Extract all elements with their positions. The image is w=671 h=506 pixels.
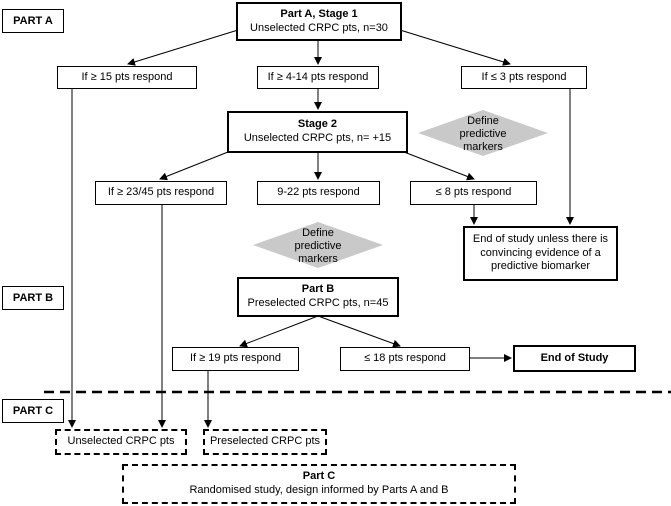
end-of-study-text: End of study unless there is convincing …: [472, 232, 609, 273]
arrow-stage2-to-low: [403, 151, 475, 181]
partb-high-label: If ≥ 19 pts respond: [189, 352, 282, 365]
partb-subtitle: Preselected CRPC pts, n=45: [247, 297, 389, 309]
arrow-stage1-to-low: [399, 29, 511, 66]
partc-subtitle: Randomised study, design informed by Par…: [189, 484, 449, 496]
stage2-mid-label: 9-22 pts respond: [277, 186, 360, 199]
stage2-low-box: ≤ 8 pts respond: [410, 181, 537, 205]
arrow-stage2-to-high: [159, 151, 229, 181]
markers-upper-line3: markers: [463, 141, 503, 154]
markers-lower-line1: Define: [302, 227, 334, 239]
markers-upper-line2: predictive: [459, 128, 507, 141]
preselected-label: Preselected CRPC pts: [209, 435, 321, 448]
stage2-subtitle: Unselected CRPC pts, n= +15: [243, 132, 392, 144]
part-a-label: PART A: [2, 9, 64, 33]
outcome-mid-box: If ≥ 4-14 pts respond: [257, 66, 379, 89]
outcome-mid-label: If ≥ 4-14 pts respond: [267, 70, 369, 83]
unselected-label: Unselected CRPC pts: [67, 435, 175, 448]
markers-lower-line2: predictive: [294, 240, 342, 253]
partb-high-box: If ≥ 19 pts respond: [172, 347, 299, 371]
part-c-label: PART C: [2, 399, 64, 423]
stage2-mid-box: 9-22 pts respond: [257, 181, 380, 205]
stage2-low-label: ≤ 8 pts respond: [435, 186, 512, 199]
arrow-partb-to-high: [239, 315, 319, 348]
markers-upper-text: Define predictive markers: [428, 115, 538, 155]
part-b-label: PART B: [2, 286, 64, 310]
end-study-label: End of Study: [540, 351, 609, 364]
stage1-subtitle: Unselected CRPC pts, n=30: [250, 21, 388, 34]
end-of-study-box: End of study unless there is convincing …: [463, 226, 618, 281]
markers-lower-text: Define predictive markers: [263, 227, 373, 267]
outcome-high-label: If ≥ 15 pts respond: [81, 70, 173, 83]
markers-upper-line1: Define: [467, 115, 499, 127]
outcome-low-label: If ≤ 3 pts respond: [481, 70, 567, 83]
stage1-box: Part A, Stage 1 Unselected CRPC pts, n=3…: [236, 2, 402, 41]
partc-box: Part C Randomised study, design informed…: [122, 464, 516, 504]
stage2-box: Stage 2 Unselected CRPC pts, n= +15: [227, 111, 408, 153]
partc-title: Part C: [302, 470, 336, 483]
preselected-box: Preselected CRPC pts: [203, 429, 327, 455]
stage1-title: Part A, Stage 1: [280, 7, 358, 20]
markers-lower-line3: markers: [298, 253, 338, 266]
partb-title: Part B: [301, 283, 335, 296]
arrow-stage1-to-high: [127, 29, 239, 66]
outcome-low-box: If ≤ 3 pts respond: [461, 66, 587, 89]
partb-low-box: ≤ 18 pts respond: [340, 347, 470, 371]
end-study-box: End of Study: [513, 345, 636, 372]
unselected-box: Unselected CRPC pts: [55, 429, 187, 455]
arrow-partb-to-low: [317, 315, 401, 348]
partb-low-label: ≤ 18 pts respond: [364, 352, 446, 365]
stage2-high-box: If ≥ 23/45 pts respond: [95, 181, 227, 205]
diamond-lower: [253, 222, 383, 268]
diamond-upper: [418, 110, 548, 156]
partb-box: Part B Preselected CRPC pts, n=45: [237, 277, 399, 317]
outcome-high-box: If ≥ 15 pts respond: [57, 66, 197, 89]
stage2-high-label: If ≥ 23/45 pts respond: [107, 186, 215, 199]
stage2-title: Stage 2: [297, 118, 338, 131]
